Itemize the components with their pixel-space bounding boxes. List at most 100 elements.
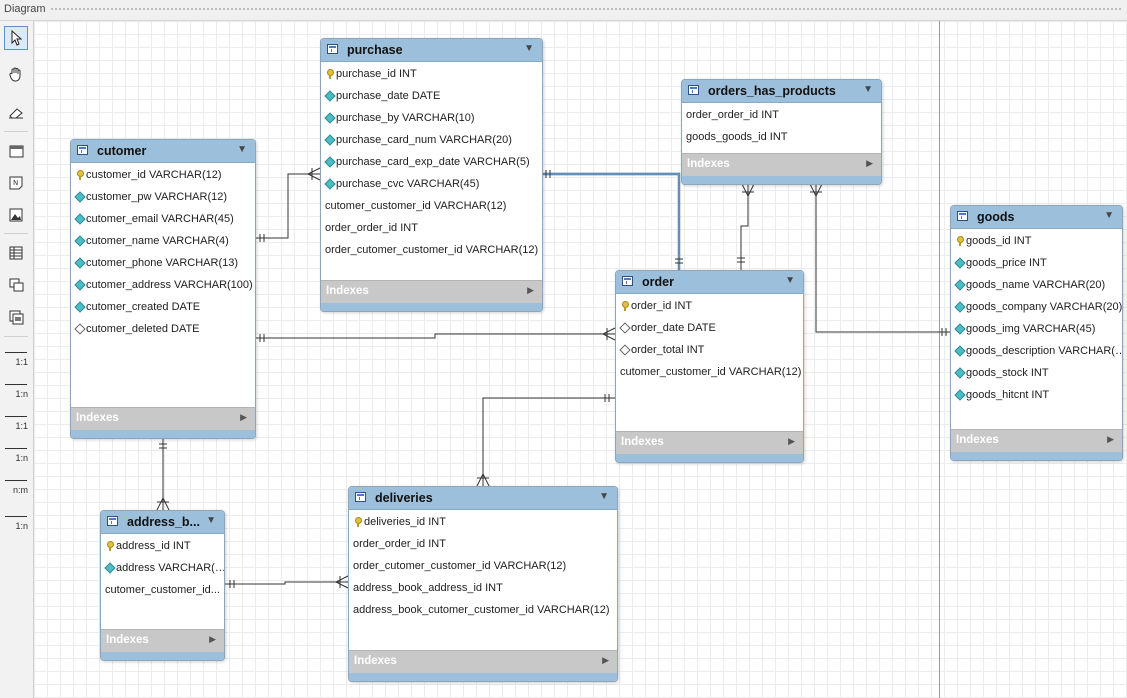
relationship-cutomer-order[interactable] xyxy=(256,327,616,342)
field-row[interactable]: purchase_cvc VARCHAR(45) xyxy=(321,173,542,195)
collapse-chevron-icon[interactable]: ▼ xyxy=(524,43,534,54)
field-row[interactable]: cutomer_created DATE xyxy=(71,296,255,318)
expand-arrow-icon[interactable]: ▶ xyxy=(866,158,873,168)
entity-purchase[interactable]: purchase ▼ purchase_id INT purchase_date… xyxy=(320,38,543,312)
field-row[interactable]: cutomer_customer_id VARCHAR(12) xyxy=(321,195,542,217)
relationship-cutomer-address-book[interactable] xyxy=(156,438,170,511)
field-row[interactable]: order_cutomer_customer_id VARCHAR(12) xyxy=(349,555,617,577)
eraser-tool-icon[interactable] xyxy=(4,101,28,125)
table-tool-icon[interactable] xyxy=(4,241,28,265)
field-row[interactable]: order_order_id INT xyxy=(321,217,542,239)
routine-group-tool-icon[interactable] xyxy=(4,305,28,329)
collapse-chevron-icon[interactable]: ▼ xyxy=(863,84,873,95)
entity-goods[interactable]: goods ▼ goods_id INT goods_price INT goo… xyxy=(950,205,1123,461)
note-tool-icon[interactable]: N xyxy=(4,171,28,195)
field-text: cutomer_deleted DATE xyxy=(86,323,200,335)
field-row[interactable]: cutomer_customer_id VARCHAR(12) xyxy=(616,361,803,383)
field-text: customer_id VARCHAR(12) xyxy=(86,169,222,181)
relationship-address-book-deliveries[interactable] xyxy=(224,575,349,589)
field-row[interactable]: address_book_address_id INT xyxy=(349,577,617,599)
field-row[interactable]: customer_pw VARCHAR(12) xyxy=(71,186,255,208)
indexes-bar[interactable]: Indexes ▶ xyxy=(951,429,1122,452)
field-row[interactable]: deliveries_id INT xyxy=(349,511,617,533)
field-row[interactable]: goods_img VARCHAR(45) xyxy=(951,318,1122,340)
field-row[interactable]: goods_price INT xyxy=(951,252,1122,274)
field-row[interactable]: cutomer_customer_id... xyxy=(101,579,224,601)
field-row[interactable]: address_book_cutomer_customer_id VARCHAR… xyxy=(349,599,617,621)
collapse-chevron-icon[interactable]: ▼ xyxy=(206,515,216,526)
field-row[interactable]: order_date DATE xyxy=(616,317,803,339)
field-row[interactable]: order_cutomer_customer_id VARCHAR(12) xyxy=(321,239,542,261)
pointer-tool-icon[interactable] xyxy=(4,26,28,50)
view-tool-icon[interactable] xyxy=(4,273,28,297)
indexes-bar[interactable]: Indexes ▶ xyxy=(682,153,881,176)
expand-arrow-icon[interactable]: ▶ xyxy=(527,285,534,295)
field-row[interactable]: goods_company VARCHAR(20) xyxy=(951,296,1122,318)
relationship-goods-orders-has-products[interactable] xyxy=(809,183,950,336)
indexes-bar[interactable]: Indexes ▶ xyxy=(616,431,803,454)
entity-header[interactable]: deliveries ▼ xyxy=(349,487,617,510)
entity-deliveries[interactable]: deliveries ▼ deliveries_id INT order_ord… xyxy=(348,486,618,682)
field-row[interactable]: order_order_id INT xyxy=(349,533,617,555)
entity-header[interactable]: order ▼ xyxy=(616,271,803,294)
entity-order[interactable]: order ▼ order_id INT order_date DATE ord… xyxy=(615,270,804,463)
expand-arrow-icon[interactable]: ▶ xyxy=(1107,434,1114,444)
relation-1-n-identifying-icon[interactable]: 1:n xyxy=(4,440,28,466)
expand-arrow-icon[interactable]: ▶ xyxy=(240,412,247,422)
field-row[interactable]: purchase_by VARCHAR(10) xyxy=(321,107,542,129)
collapse-chevron-icon[interactable]: ▼ xyxy=(599,491,609,502)
entity-header[interactable]: address_b... ▼ xyxy=(101,511,224,534)
field-row[interactable]: goods_goods_id INT xyxy=(682,126,881,148)
entity-address-book[interactable]: address_b... ▼ address_id INT address VA… xyxy=(100,510,225,661)
entity-cutomer[interactable]: cutomer ▼ customer_id VARCHAR(12) custom… xyxy=(70,139,256,439)
expand-arrow-icon[interactable]: ▶ xyxy=(788,436,795,446)
field-row[interactable]: cutomer_phone VARCHAR(13) xyxy=(71,252,255,274)
field-row[interactable]: cutomer_deleted DATE xyxy=(71,318,255,340)
field-row[interactable]: goods_stock INT xyxy=(951,362,1122,384)
relation-1-1-nonidentifying-icon[interactable]: 1:1 xyxy=(4,344,28,370)
relation-1-n-nonidentifying-icon[interactable]: 1:n xyxy=(4,376,28,402)
field-row[interactable]: address_id INT xyxy=(101,535,224,557)
field-row[interactable]: order_order_id INT xyxy=(682,104,881,126)
field-row[interactable]: purchase_card_num VARCHAR(20) xyxy=(321,129,542,151)
relationship-purchase-order[interactable] xyxy=(542,170,683,270)
field-row[interactable]: order_total INT xyxy=(616,339,803,361)
field-row[interactable]: address VARCHAR(… xyxy=(101,557,224,579)
field-row[interactable]: cutomer_name VARCHAR(4) xyxy=(71,230,255,252)
field-row[interactable]: customer_id VARCHAR(12) xyxy=(71,164,255,186)
field-row[interactable]: cutomer_address VARCHAR(100) xyxy=(71,274,255,296)
relation-1-1-identifying-icon[interactable]: 1:1 xyxy=(4,408,28,434)
field-row[interactable]: goods_description VARCHAR(… xyxy=(951,340,1122,362)
entity-orders-has-products[interactable]: orders_has_products ▼ order_order_id INT… xyxy=(681,79,882,185)
indexes-bar[interactable]: Indexes ▶ xyxy=(349,650,617,673)
relation-n-m-icon[interactable]: n:m xyxy=(4,472,28,498)
collapse-chevron-icon[interactable]: ▼ xyxy=(785,275,795,286)
field-row[interactable]: cutomer_email VARCHAR(45) xyxy=(71,208,255,230)
field-row[interactable]: purchase_date DATE xyxy=(321,85,542,107)
relationship-order-deliveries[interactable] xyxy=(476,394,615,487)
relationship-order-orders-has-products[interactable] xyxy=(737,183,755,270)
field-row[interactable]: goods_hitcnt INT xyxy=(951,384,1122,406)
panel-grip[interactable] xyxy=(50,7,1123,12)
collapse-chevron-icon[interactable]: ▼ xyxy=(237,144,247,155)
entity-header[interactable]: cutomer ▼ xyxy=(71,140,255,163)
field-row[interactable]: goods_name VARCHAR(20) xyxy=(951,274,1122,296)
entity-header[interactable]: purchase ▼ xyxy=(321,39,542,62)
image-tool-icon[interactable] xyxy=(4,203,28,227)
relationship-cutomer-purchase[interactable] xyxy=(256,167,321,242)
field-row[interactable]: goods_id INT xyxy=(951,230,1122,252)
expand-arrow-icon[interactable]: ▶ xyxy=(209,634,216,644)
field-row[interactable]: order_id INT xyxy=(616,295,803,317)
layer-tool-icon[interactable] xyxy=(4,139,28,163)
entity-header[interactable]: goods ▼ xyxy=(951,206,1122,229)
indexes-bar[interactable]: Indexes ▶ xyxy=(321,280,542,303)
expand-arrow-icon[interactable]: ▶ xyxy=(602,655,609,665)
relation-1-n-existing-columns-icon[interactable]: 1:n xyxy=(4,508,28,534)
hand-tool-icon[interactable] xyxy=(4,62,28,86)
field-row[interactable]: purchase_id INT xyxy=(321,63,542,85)
collapse-chevron-icon[interactable]: ▼ xyxy=(1104,210,1114,221)
indexes-bar[interactable]: Indexes ▶ xyxy=(101,629,224,652)
indexes-bar[interactable]: Indexes ▶ xyxy=(71,407,255,430)
field-row[interactable]: purchase_card_exp_date VARCHAR(5) xyxy=(321,151,542,173)
entity-header[interactable]: orders_has_products ▼ xyxy=(682,80,881,103)
